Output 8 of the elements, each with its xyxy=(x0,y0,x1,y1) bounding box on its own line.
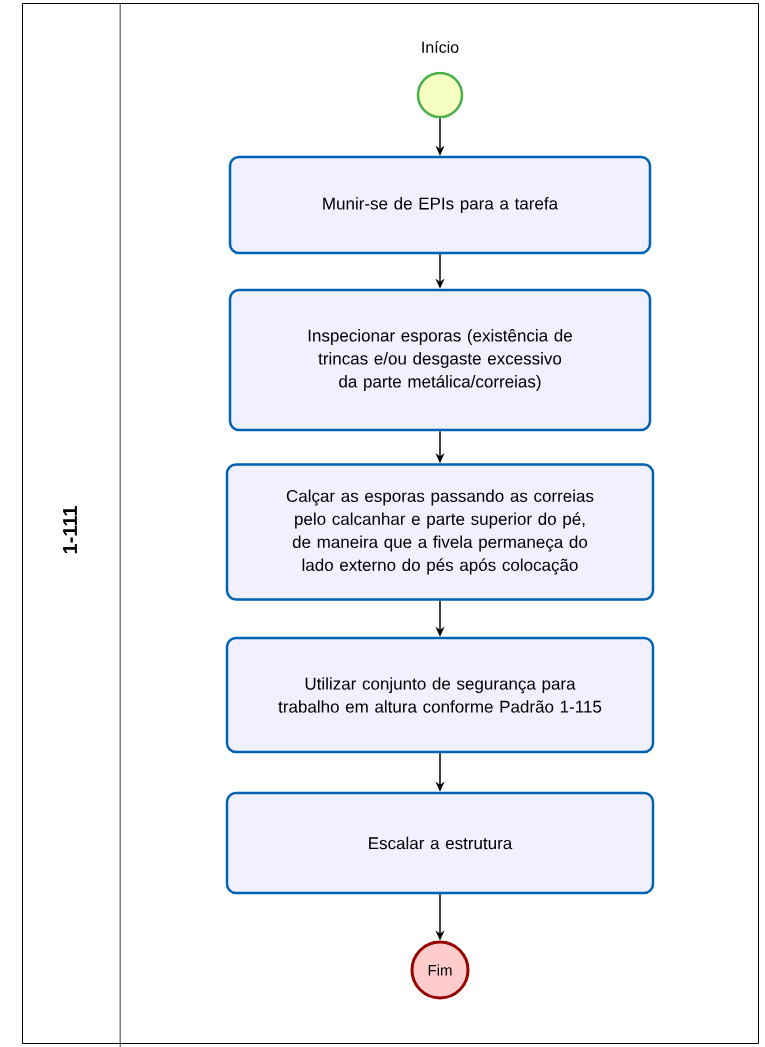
end-event: Fim xyxy=(410,940,470,1000)
task-box: Munir-se de EPIs para a tarefa xyxy=(228,155,652,255)
task-box: Escalar a estrutura xyxy=(225,791,655,895)
task-box: Inspecionar esporas (existência de trincas e/ou desgaste excessivo da parte metálica/correias) xyxy=(228,288,652,432)
event-label: Início xyxy=(422,41,459,53)
start-event xyxy=(416,71,464,119)
task-box: Utilizar conjunto de segurança para trabalho em altura conforme Padrão 1-115 xyxy=(225,636,655,754)
task-box: Calçar as esporas passando as correias pelo calcanhar e parte superior do pé, de maneira que a fivela permaneça do lado externo do pés após colocação xyxy=(225,463,655,601)
